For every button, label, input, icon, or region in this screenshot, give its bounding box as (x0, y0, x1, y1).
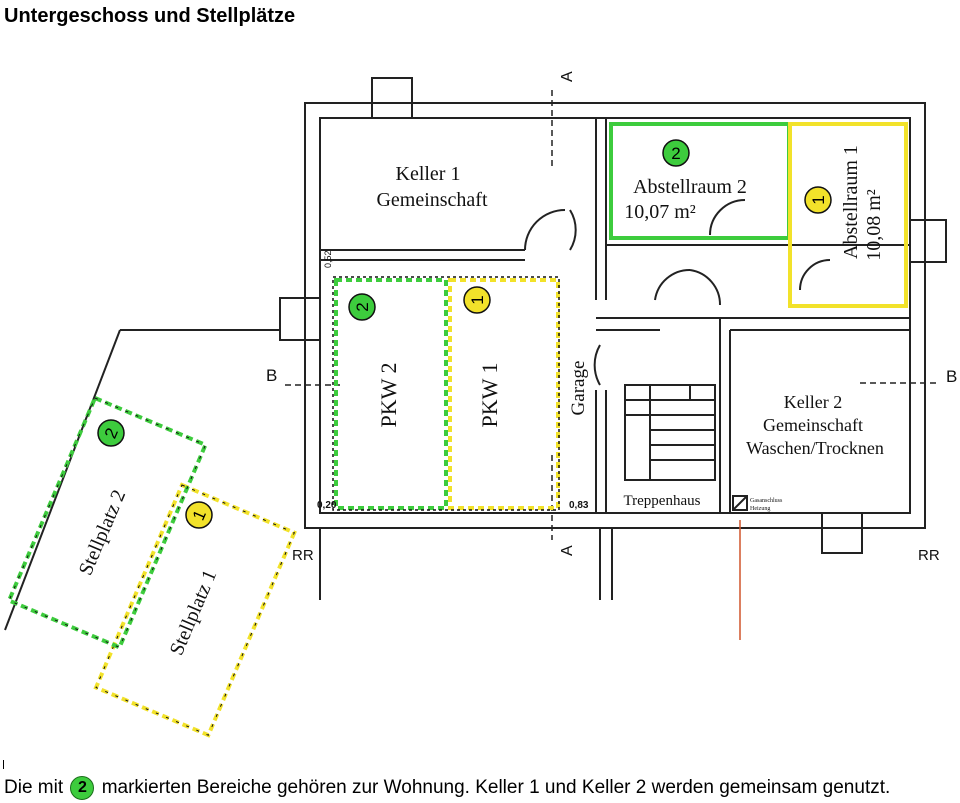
pkw1-label: PKW 1 (477, 363, 502, 428)
zone-pkw-2 (334, 278, 448, 510)
svg-text:1: 1 (809, 195, 828, 204)
keller2-line2: Gemeinschaft (763, 415, 863, 435)
marker-abstellraum-2: 2 (662, 139, 690, 167)
rr-left: RR (292, 547, 314, 564)
page-title: Untergeschoss und Stellplätze (4, 5, 296, 27)
keller1-line1: Keller 1 (396, 163, 461, 185)
marker-stellplatz-2: 2 (97, 419, 125, 447)
abstellraum2-area: 10,07 m² (624, 201, 696, 223)
dim-052: 0,52 (323, 250, 333, 268)
section-a-bottom: A (559, 545, 576, 556)
section-a-top: A (559, 71, 576, 82)
gas-line2: Heizung (750, 506, 770, 512)
walls (4, 77, 947, 631)
abstellraum1-area: 10,08 m² (863, 189, 885, 261)
zone-abstellraum-1 (788, 122, 908, 308)
zone-pkw-1 (448, 278, 560, 510)
garage-label: Garage (568, 361, 589, 416)
stairs (624, 384, 716, 481)
dim-083: 0,83 (569, 500, 589, 511)
rr-right: RR (918, 547, 940, 564)
marker-stellplatz-1: 1 (185, 501, 213, 529)
legend-prefix: Die mit (4, 777, 64, 798)
gas-line1: Gasanschluss (750, 498, 783, 504)
svg-text:2: 2 (353, 302, 372, 311)
outer-wall (304, 102, 926, 529)
legend-text: Die mit 2 markierten Bereiche gehören zu… (4, 776, 890, 800)
abstellraum1-name: Abstellraum 1 (840, 145, 862, 259)
light-well-top (371, 77, 413, 119)
keller1-line2: Gemeinschaft (376, 189, 488, 211)
light-well-right (909, 219, 947, 263)
section-b-left: B (266, 366, 277, 385)
treppenhaus-label: Treppenhaus (624, 493, 701, 509)
light-well-bottom (821, 512, 863, 554)
text-cursor (3, 760, 4, 769)
stellplatz1-label: Stellplatz 1 (166, 567, 222, 659)
legend-badge-2: 2 (70, 776, 95, 800)
svg-text:2: 2 (671, 144, 680, 163)
dim-020: 0,20 (317, 500, 337, 511)
floor-plan: 2 1 2 1 2 1 Keller 1 Gemeinschaft Abstel… (4, 71, 957, 738)
svg-text:1: 1 (468, 295, 487, 304)
section-b-right: B (946, 367, 957, 386)
keller2-line3: Waschen/Trocknen (746, 438, 884, 458)
stellplatz2-label: Stellplatz 2 (75, 487, 131, 579)
legend-suffix: markierten Bereiche gehören zur Wohnung.… (101, 777, 891, 798)
pkw2-label: PKW 2 (376, 363, 401, 428)
marker-abstellraum-1: 1 (804, 186, 832, 214)
marker-pkw-2: 2 (348, 293, 376, 321)
keller2-line1: Keller 2 (784, 392, 842, 412)
abstellraum2-name: Abstellraum 2 (633, 176, 747, 198)
marker-pkw-1: 1 (463, 286, 491, 314)
zone-stellplatz-2 (6, 395, 209, 651)
light-well-left (279, 297, 321, 341)
